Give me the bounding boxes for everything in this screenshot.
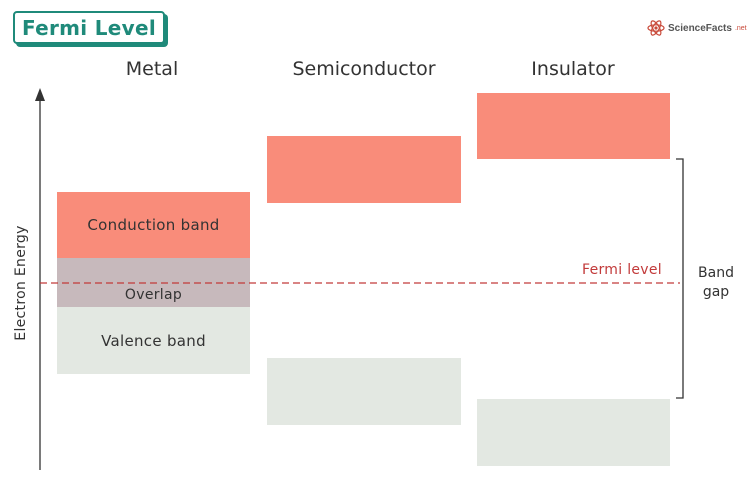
brand-name: ScienceFacts — [668, 22, 732, 34]
insulator-valence-band — [477, 399, 670, 466]
fermi-level-label: Fermi level — [582, 262, 662, 278]
band-gap-label-line1: Band — [698, 265, 734, 281]
metal-valence-band: Valence band — [57, 307, 250, 374]
energy-axis-label: Electron Energy — [13, 225, 29, 341]
semiconductor-conduction-band — [267, 136, 461, 203]
column-heading-semiconductor: Semiconductor — [292, 58, 436, 80]
band-gap-label-line2: gap — [702, 284, 730, 300]
energy-axis-arrowhead — [35, 88, 45, 101]
insulator-conduction-band — [477, 93, 670, 159]
brand-suffix: .net — [734, 24, 747, 32]
metal-conduction-band: Conduction band — [57, 192, 250, 258]
metal-valence-label: Valence band — [101, 331, 206, 350]
metal-overlap-label: Overlap — [124, 287, 183, 303]
semiconductor-valence-band — [267, 358, 461, 425]
metal-conduction-label: Conduction band — [87, 216, 220, 234]
brand-logo: ScienceFacts .net — [646, 17, 747, 39]
page-title: Fermi Level — [21, 15, 156, 40]
atom-icon — [647, 20, 665, 36]
band-gap-label: Band gap — [696, 264, 736, 302]
title-box: Fermi Level — [13, 11, 165, 44]
column-heading-insulator: Insulator — [531, 58, 615, 80]
column-heading-metal: Metal — [125, 58, 179, 80]
band-gap-bracket — [676, 158, 684, 399]
